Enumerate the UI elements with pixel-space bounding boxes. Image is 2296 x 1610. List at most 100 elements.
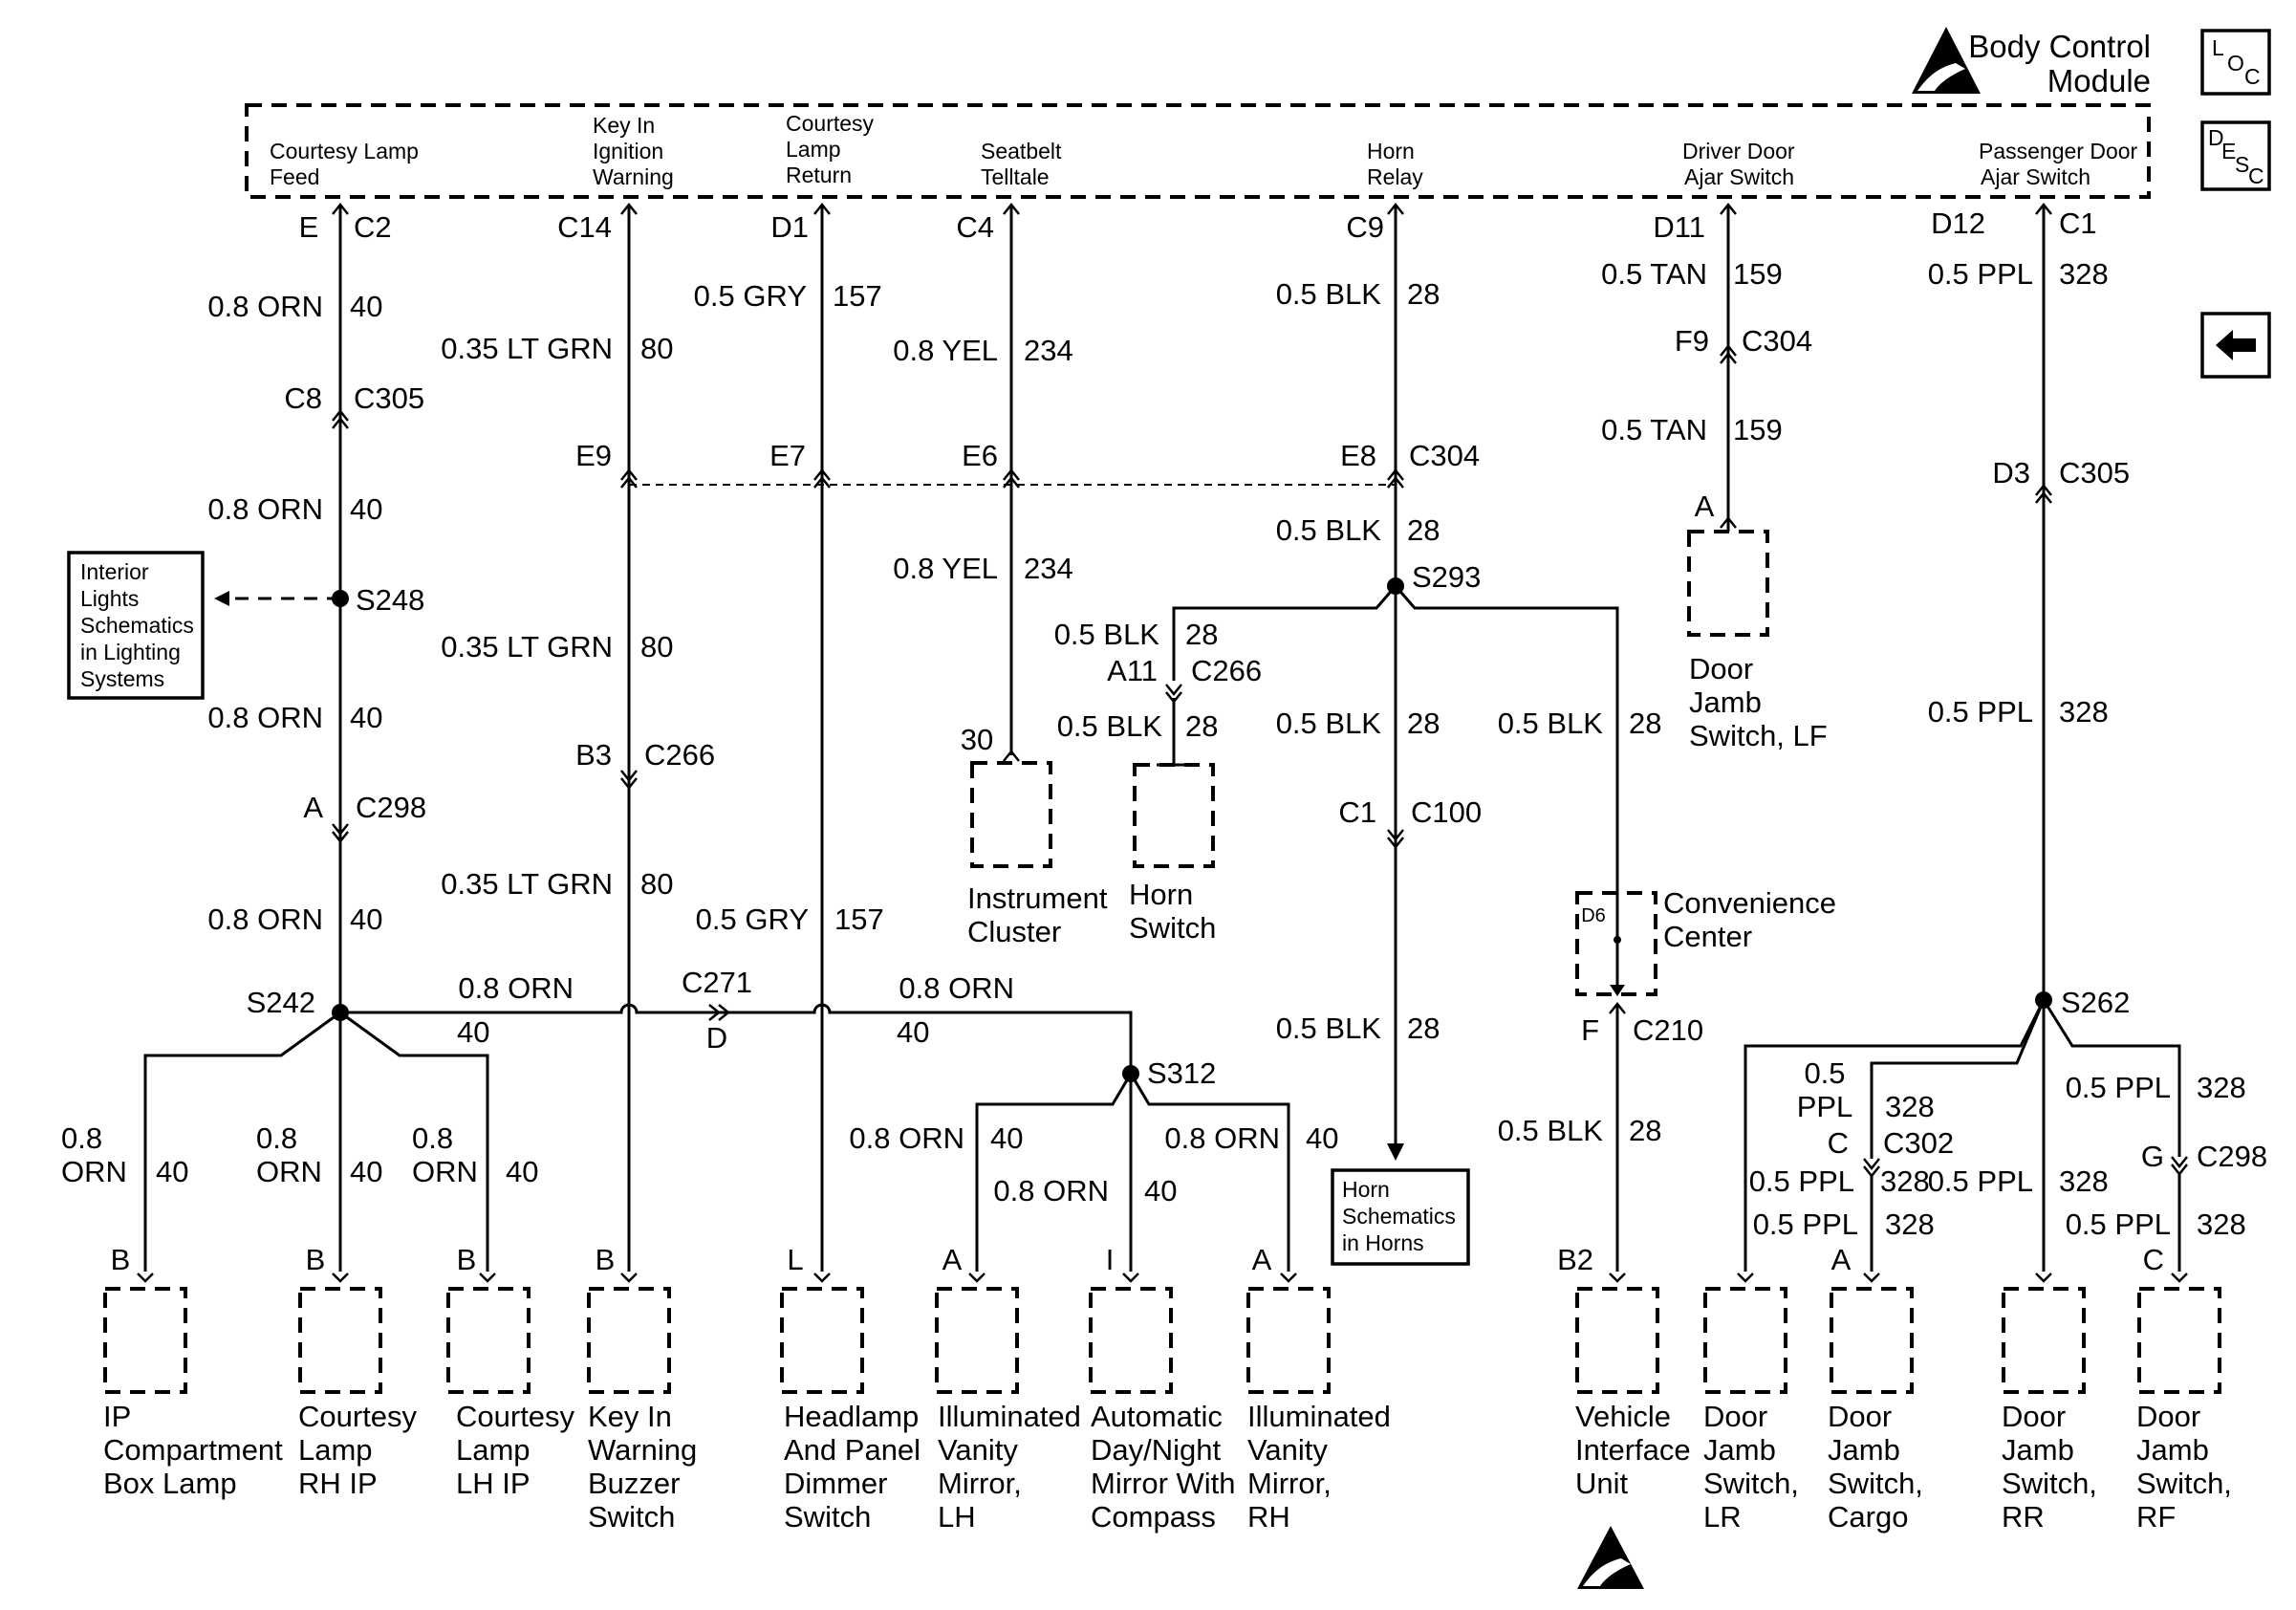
label-t022: 0.5 PPL (1928, 257, 2033, 291)
label-t140: Dimmer (784, 1467, 888, 1500)
label-t047: S242 (247, 986, 315, 1019)
label-t149: Compass (1091, 1500, 1216, 1534)
label-t085: Convenience (1663, 886, 1836, 920)
label-t115: 0.8 ORN (1164, 1121, 1280, 1155)
interior-lights-reference[interactable]: Interior Lights Schematics in Lighting S… (67, 551, 205, 700)
label-t027: 159 (1733, 413, 1783, 446)
door-jamb-switch-cargo (1830, 1287, 1914, 1394)
label-t015: 157 (833, 279, 882, 313)
label-t073: 0.5 BLK (1057, 709, 1163, 743)
label-t181: Cargo (1828, 1500, 1908, 1534)
label-t080: C100 (1411, 795, 1482, 829)
label-t067: 28 (1407, 513, 1440, 547)
label-t108: 0.8 (412, 1121, 453, 1155)
label-t090: 28 (1629, 1114, 1661, 1147)
label-t101: S312 (1147, 1056, 1216, 1090)
label-t007: D11 (1653, 210, 1705, 244)
label-t156: PPL (1797, 1090, 1853, 1123)
label-t159: C302 (1883, 1126, 1954, 1160)
label-t057: 157 (834, 903, 884, 936)
vehicle-interface-unit (1575, 1287, 1659, 1394)
label-t034: 0.5 PPL (1928, 695, 2033, 729)
pin-keyin-l3: Warning (593, 164, 674, 189)
label-t002: C2 (354, 210, 392, 244)
label-t160: 0.5 PPL (1749, 1164, 1854, 1198)
door-jamb-switch-rr (2002, 1287, 2086, 1394)
label-t046: 40 (350, 903, 382, 936)
label-t041: 0.8 ORN (207, 701, 323, 734)
description-icon[interactable]: D E S C (2200, 120, 2271, 191)
pin-courtesy-return-l2: Lamp (786, 137, 841, 162)
label-t104: 40 (156, 1155, 188, 1188)
label-t092: Vehicle (1575, 1400, 1671, 1433)
label-t186: Door (2136, 1400, 2200, 1433)
label-t116: 40 (1306, 1121, 1338, 1155)
label-t162: 0.5 PPL (1753, 1208, 1858, 1241)
label-t163: 328 (1885, 1208, 1935, 1241)
horn-ref-l3: in Horns (1342, 1230, 1424, 1255)
label-t125: IP (103, 1400, 131, 1433)
label-t087: F (1581, 1013, 1599, 1047)
esd-warning-icon (1912, 27, 1981, 94)
label-t110: 40 (506, 1155, 538, 1188)
label-t185: RR (2002, 1500, 2045, 1534)
label-t052: C266 (644, 738, 715, 772)
headlamp-panel-dimmer-switch (780, 1287, 864, 1394)
pin-keyin-l2: Ignition (593, 139, 663, 163)
label-t158: C (1828, 1126, 1849, 1160)
label-t095: 0.8 ORN (458, 971, 574, 1005)
label-t167: 0.5 PPL (2066, 1071, 2171, 1104)
ip-compartment-box-lamp (103, 1287, 187, 1394)
label-t136: Buzzer (588, 1467, 680, 1500)
label-t029: Door (1689, 652, 1753, 685)
label-t066: 0.5 BLK (1276, 513, 1382, 547)
label-t064: E8 (1340, 439, 1376, 472)
pin-seatbelt-l1: Seatbelt (981, 139, 1062, 163)
label-t147: Day/Night (1091, 1433, 1221, 1467)
label-t078: 28 (1407, 707, 1440, 740)
back-arrow-icon[interactable] (2200, 312, 2271, 379)
label-t099: 0.8 ORN (899, 971, 1014, 1005)
label-t176: Switch, (1703, 1467, 1799, 1500)
label-t141: Switch (784, 1500, 871, 1534)
pin-driver-door-l2: Ajar Switch (1684, 164, 1794, 189)
label-t170: C298 (2197, 1140, 2267, 1173)
location-icon[interactable]: L O C (2200, 29, 2271, 96)
label-t102: 0.8 (61, 1121, 102, 1155)
pin-courtesy-return-l1: Courtesy (786, 111, 875, 136)
label-t123: I (1106, 1243, 1115, 1276)
label-t069: 0.5 BLK (1054, 618, 1160, 651)
label-t189: RF (2136, 1500, 2176, 1534)
label-t050: 80 (640, 630, 673, 664)
label-t188: Switch, (2136, 1467, 2232, 1500)
label-t081: 0.5 BLK (1276, 1012, 1382, 1045)
label-t077: 0.5 BLK (1276, 707, 1382, 740)
label-t030: Jamb (1689, 685, 1762, 719)
label-t127: Box Lamp (103, 1467, 237, 1500)
label-t044: C298 (356, 791, 426, 824)
label-t098: D (706, 1021, 727, 1055)
label-t097: C271 (682, 966, 752, 999)
label-t190: D6 (1581, 905, 1606, 926)
label-t023: 328 (2059, 257, 2109, 291)
label-t032: D3 (1992, 456, 2030, 490)
label-t060: 234 (1024, 552, 1073, 585)
label-t068: S293 (1412, 560, 1481, 594)
label-t038: 0.8 ORN (207, 492, 323, 526)
horn-schematics-reference[interactable]: Horn Schematics in Horns (1331, 1168, 1470, 1266)
label-t048: E9 (575, 439, 612, 472)
label-t152: Mirror, (1247, 1467, 1332, 1500)
label-t154: S262 (2061, 986, 2130, 1019)
pin-pass-door-l2: Ajar Switch (1981, 164, 2090, 189)
label-t119: B (457, 1243, 477, 1276)
pin-seatbelt-l2: Telltale (981, 164, 1050, 189)
label-t061: 30 (961, 723, 993, 756)
pin-horn-relay-l2: Relay (1367, 164, 1423, 189)
label-t091: B2 (1557, 1243, 1593, 1276)
label-t122: A (942, 1243, 963, 1276)
label-t114: 40 (1144, 1174, 1177, 1208)
label-t129: Lamp (298, 1433, 373, 1467)
label-t031: Switch, LF (1689, 719, 1828, 752)
label-t062: Instrument (967, 881, 1108, 915)
